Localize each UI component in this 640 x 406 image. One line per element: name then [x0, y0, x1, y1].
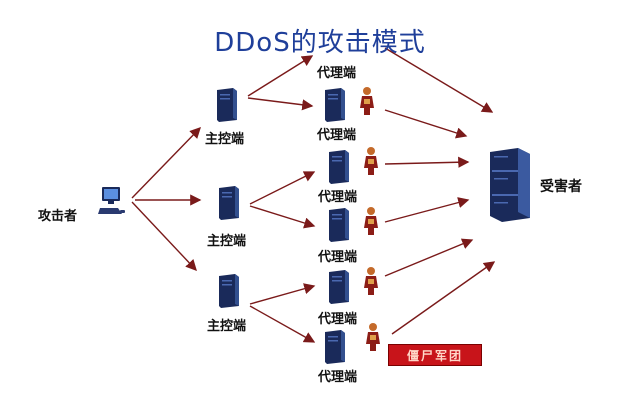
agent-label-4: 代理端	[318, 250, 358, 265]
zombie-figure-icon-5	[364, 267, 378, 295]
attacker-computer-icon	[98, 187, 125, 214]
master-label-1: 主控端	[205, 132, 245, 147]
arrow-agent1-to-victim	[384, 47, 494, 113]
master-label-3: 主控端	[207, 319, 247, 334]
attacker-label: 攻击者	[38, 209, 78, 224]
arrow-agent2-to-victim	[384, 109, 468, 139]
arrow-master3-to-agent-5	[249, 283, 316, 305]
arrow-master1-to-agent-2	[247, 97, 314, 111]
agent-server-icon-3	[329, 150, 349, 184]
agent-server-icon-4	[329, 208, 349, 242]
agent-label-3: 代理端	[318, 190, 358, 205]
arrow-agent3-to-victim	[384, 156, 470, 168]
zombie-army-label: 僵尸军团	[388, 344, 482, 366]
master-label-2: 主控端	[207, 234, 247, 249]
arrow-master2-to-agent-3	[249, 171, 316, 205]
agent-label-6: 代理端	[318, 370, 358, 385]
master-server-icon-2	[219, 186, 239, 220]
arrow-master2-to-agent-4	[249, 205, 316, 229]
arrow-attacker-to-master-3	[131, 201, 197, 272]
diagram-title: DDoS的攻击模式	[214, 28, 426, 58]
agent-label-2: 代理端	[317, 128, 357, 143]
arrow-agent6-to-victim	[391, 261, 496, 335]
agent-server-icon-2	[325, 88, 345, 122]
agent-label-5: 代理端	[318, 312, 358, 327]
master-server-icon-3	[219, 274, 239, 308]
victim-server-cluster-icon	[490, 148, 530, 222]
arrow-master3-to-agent-6	[249, 305, 316, 343]
agent-label-1: 代理端	[317, 66, 357, 81]
zombie-figure-icon-4	[364, 207, 378, 235]
agent-server-icon-6	[325, 330, 345, 364]
arrow-master1-to-agent-1	[247, 55, 314, 97]
arrow-attacker-to-master-1	[131, 126, 201, 199]
master-server-icon-1	[217, 88, 237, 122]
zombie-figure-icon-3	[364, 147, 378, 175]
arrow-agent4-to-victim	[384, 197, 470, 223]
zombie-figure-icon-2	[360, 87, 374, 115]
agent-server-icon-5	[329, 270, 349, 304]
zombie-figure-icon-6	[366, 323, 380, 351]
victim-label: 受害者	[540, 179, 582, 195]
arrow-agent5-to-victim	[384, 238, 474, 277]
